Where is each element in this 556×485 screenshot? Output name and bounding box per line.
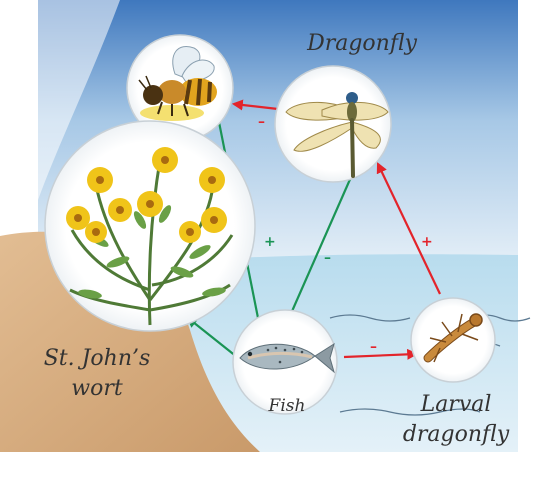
larval-dragonfly-node	[411, 298, 495, 382]
label-fish: Fish	[268, 396, 306, 416]
st-johns-wort-node	[45, 121, 255, 331]
label-larval-line1: Larval	[420, 392, 492, 417]
sign-larva-dragonfly: +	[421, 234, 433, 250]
label-st-johns-line1: St. John’s	[44, 346, 151, 371]
label-larval-line2: dragonfly	[403, 422, 510, 447]
dragonfly-node	[275, 66, 391, 182]
sign-fish-dragonfly: –	[324, 250, 331, 266]
sign-fish-bee: +	[264, 234, 276, 250]
sign-dragonfly-bee: –	[258, 114, 265, 130]
label-dragonfly: Dragonfly	[306, 31, 417, 56]
sign-fish-larva: –	[370, 339, 377, 355]
label-st-johns-line2: wort	[71, 376, 123, 401]
